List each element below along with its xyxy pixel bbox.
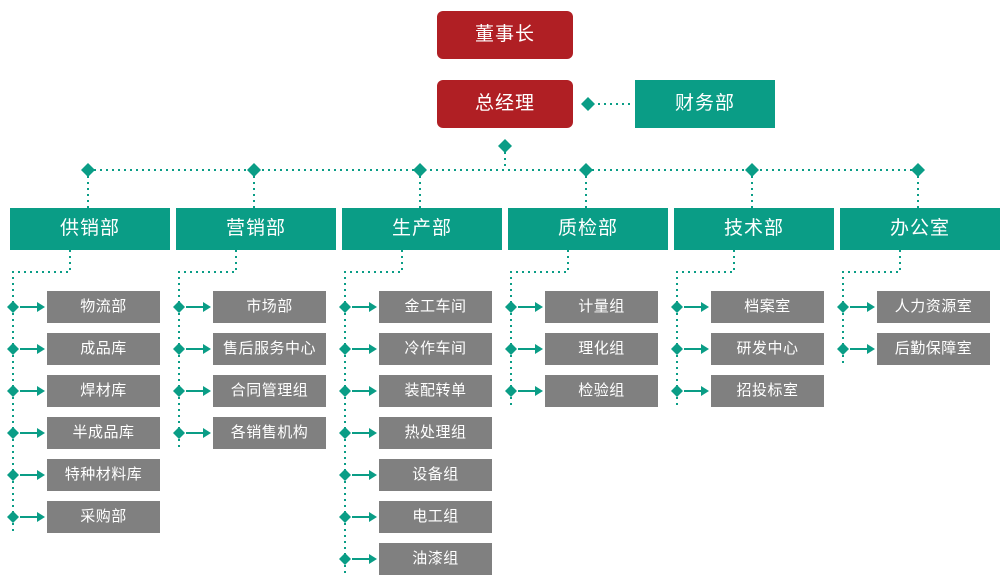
node-spine-supply-sales-3 <box>7 427 19 439</box>
box-department-supply-sales[interactable]: 供销部 <box>10 208 170 250</box>
node-spine-office-1 <box>837 343 849 355</box>
node-bus-quality-inspection <box>579 163 593 177</box>
node-spine-production-3 <box>339 427 351 439</box>
node-spine-marketing-2 <box>173 385 185 397</box>
node-spine-supply-sales-5 <box>7 511 19 523</box>
arrowhead-marketing-1 <box>203 344 211 354</box>
node-bus-production <box>413 163 427 177</box>
arrowhead-supply-sales-1 <box>37 344 45 354</box>
box-department-office[interactable]: 办公室 <box>840 208 1000 250</box>
node-spine-technology-0 <box>671 301 683 313</box>
box-chairman[interactable]: 董事长 <box>437 11 573 59</box>
box-finance[interactable]: 财务部 <box>635 80 775 128</box>
node-spine-marketing-1 <box>173 343 185 355</box>
node-spine-quality-inspection-2 <box>505 385 517 397</box>
node-spine-supply-sales-0 <box>7 301 19 313</box>
box-subunit-production-4[interactable]: 设备组 <box>379 459 492 491</box>
arrowhead-technology-0 <box>701 302 709 312</box>
arrowhead-marketing-0 <box>203 302 211 312</box>
box-subunit-technology-2[interactable]: 招投标室 <box>711 375 824 407</box>
arrowhead-production-0 <box>369 302 377 312</box>
arrowhead-production-1 <box>369 344 377 354</box>
arrowhead-supply-sales-2 <box>37 386 45 396</box>
box-subunit-marketing-1[interactable]: 售后服务中心 <box>213 333 326 365</box>
arrowhead-technology-2 <box>701 386 709 396</box>
arrowhead-technology-1 <box>701 344 709 354</box>
box-subunit-supply-sales-3[interactable]: 半成品库 <box>47 417 160 449</box>
box-subunit-production-5[interactable]: 电工组 <box>379 501 492 533</box>
node-spine-quality-inspection-0 <box>505 301 517 313</box>
box-subunit-office-0[interactable]: 人力资源室 <box>877 291 990 323</box>
box-subunit-production-0[interactable]: 金工车间 <box>379 291 492 323</box>
box-department-quality-inspection[interactable]: 质检部 <box>508 208 668 250</box>
arrowhead-production-6 <box>369 554 377 564</box>
box-subunit-supply-sales-1[interactable]: 成品库 <box>47 333 160 365</box>
node-bus-marketing <box>247 163 261 177</box>
node-gm-finance <box>581 97 595 111</box>
arrowhead-quality-inspection-2 <box>535 386 543 396</box>
arrowhead-quality-inspection-0 <box>535 302 543 312</box>
node-spine-production-1 <box>339 343 351 355</box>
node-spine-production-0 <box>339 301 351 313</box>
node-bus-technology <box>745 163 759 177</box>
box-subunit-quality-inspection-0[interactable]: 计量组 <box>545 291 658 323</box>
node-bus-supply-sales <box>81 163 95 177</box>
node-spine-production-4 <box>339 469 351 481</box>
box-subunit-supply-sales-0[interactable]: 物流部 <box>47 291 160 323</box>
node-spine-marketing-0 <box>173 301 185 313</box>
box-subunit-quality-inspection-2[interactable]: 检验组 <box>545 375 658 407</box>
arrowhead-office-0 <box>867 302 875 312</box>
box-department-technology[interactable]: 技术部 <box>674 208 834 250</box>
arrowhead-supply-sales-5 <box>37 512 45 522</box>
node-spine-production-6 <box>339 553 351 565</box>
box-subunit-technology-1[interactable]: 研发中心 <box>711 333 824 365</box>
arrowhead-production-5 <box>369 512 377 522</box>
arrowhead-quality-inspection-1 <box>535 344 543 354</box>
box-subunit-office-1[interactable]: 后勤保障室 <box>877 333 990 365</box>
node-spine-marketing-3 <box>173 427 185 439</box>
node-spine-office-0 <box>837 301 849 313</box>
box-subunit-quality-inspection-1[interactable]: 理化组 <box>545 333 658 365</box>
box-subunit-supply-sales-4[interactable]: 特种材料库 <box>47 459 160 491</box>
arrowhead-supply-sales-4 <box>37 470 45 480</box>
box-subunit-production-1[interactable]: 冷作车间 <box>379 333 492 365</box>
node-spine-production-5 <box>339 511 351 523</box>
arrowhead-production-3 <box>369 428 377 438</box>
box-general-manager[interactable]: 总经理 <box>437 80 573 128</box>
box-subunit-marketing-3[interactable]: 各销售机构 <box>213 417 326 449</box>
arrowhead-production-2 <box>369 386 377 396</box>
arrowhead-marketing-2 <box>203 386 211 396</box>
box-subunit-production-3[interactable]: 热处理组 <box>379 417 492 449</box>
arrowhead-supply-sales-0 <box>37 302 45 312</box>
node-spine-supply-sales-2 <box>7 385 19 397</box>
box-subunit-supply-sales-5[interactable]: 采购部 <box>47 501 160 533</box>
node-spine-technology-1 <box>671 343 683 355</box>
box-subunit-technology-0[interactable]: 档案室 <box>711 291 824 323</box>
box-subunit-production-2[interactable]: 装配转单 <box>379 375 492 407</box>
node-gm-stem <box>498 139 512 153</box>
node-spine-supply-sales-1 <box>7 343 19 355</box>
arrowhead-production-4 <box>369 470 377 480</box>
box-subunit-marketing-2[interactable]: 合同管理组 <box>213 375 326 407</box>
box-subunit-supply-sales-2[interactable]: 焊材库 <box>47 375 160 407</box>
arrowhead-office-1 <box>867 344 875 354</box>
box-subunit-marketing-0[interactable]: 市场部 <box>213 291 326 323</box>
node-spine-supply-sales-4 <box>7 469 19 481</box>
node-spine-quality-inspection-1 <box>505 343 517 355</box>
node-spine-technology-2 <box>671 385 683 397</box>
arrowhead-supply-sales-3 <box>37 428 45 438</box>
box-department-production[interactable]: 生产部 <box>342 208 502 250</box>
box-department-marketing[interactable]: 营销部 <box>176 208 336 250</box>
box-subunit-production-6[interactable]: 油漆组 <box>379 543 492 575</box>
arrowhead-marketing-3 <box>203 428 211 438</box>
node-spine-production-2 <box>339 385 351 397</box>
node-bus-office <box>911 163 925 177</box>
